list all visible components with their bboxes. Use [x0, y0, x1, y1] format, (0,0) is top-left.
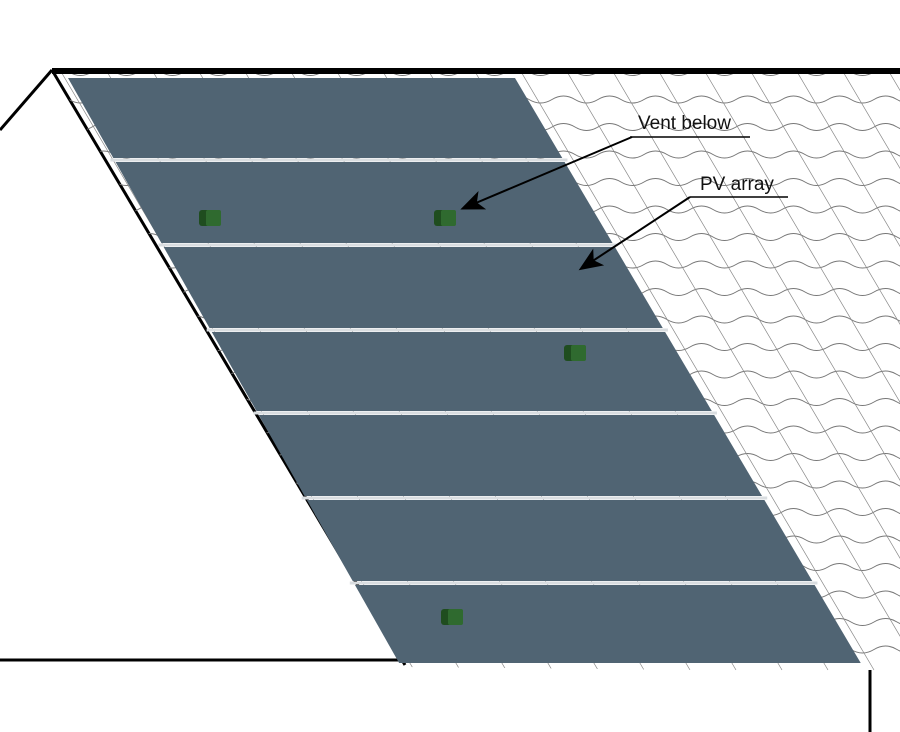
tile-row — [0, 674, 900, 681]
vents — [199, 210, 586, 625]
ridge-line — [52, 68, 900, 74]
tile-seam — [795, 70, 900, 671]
tile-seam — [841, 70, 900, 671]
tile-seam — [749, 70, 900, 671]
pv-panel-row — [354, 585, 861, 663]
pv-array — [68, 78, 861, 663]
pv-arrow — [578, 196, 691, 271]
annotation-vent-below: Vent below — [460, 113, 750, 210]
pv-panel-row — [306, 500, 813, 581]
tile-seam — [657, 70, 900, 671]
pv-panel-row — [258, 415, 763, 496]
tile-seam — [519, 70, 875, 671]
vent-icon — [564, 345, 586, 361]
pv-panel-row — [211, 332, 712, 411]
tile-seam — [611, 70, 900, 671]
vent-icon — [441, 609, 463, 625]
vent-arrow — [460, 136, 633, 210]
pv-array-label: PV array — [700, 174, 774, 195]
annotation-pv-array: PV array — [578, 174, 788, 271]
pv-panel-row — [115, 162, 613, 243]
tile-seam — [703, 70, 900, 671]
tile-seam — [565, 70, 900, 671]
vent-icon — [199, 210, 221, 226]
tile-seam — [887, 70, 900, 671]
pv-panel-row — [163, 247, 663, 328]
vent-icon — [434, 210, 456, 226]
pv-panel-row — [68, 78, 563, 158]
vent-below-label: Vent below — [638, 113, 731, 134]
